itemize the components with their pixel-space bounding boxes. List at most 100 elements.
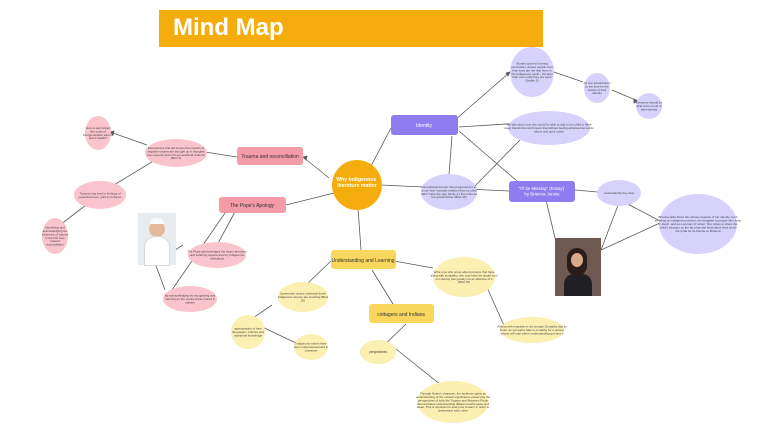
note-text: The Pope acknowledges the larger atrocit… bbox=[187, 250, 247, 261]
note-n-through[interactable]: Through Nolan's character, the audience … bbox=[416, 381, 491, 423]
topic-trauma[interactable]: Trauma and reconciliation bbox=[237, 147, 303, 165]
note-text: social identity key view bbox=[604, 191, 635, 195]
note-bubble-shape bbox=[421, 174, 477, 210]
topic-popes-apology-label: The Pope's Apology bbox=[230, 203, 275, 209]
connector bbox=[600, 199, 621, 251]
topic-identity-label: Identity bbox=[416, 123, 433, 129]
pope-photo bbox=[138, 213, 176, 265]
note-bubble-shape bbox=[417, 381, 489, 423]
connector bbox=[154, 262, 166, 291]
connector bbox=[305, 260, 332, 286]
topic-popes-apology[interactable]: The Pope's Apology bbox=[219, 197, 286, 213]
note-n-id-intl[interactable]: International women has progressed in so… bbox=[421, 174, 477, 210]
note-bubble-shape bbox=[500, 317, 564, 343]
note-bubble-shape bbox=[163, 286, 217, 312]
topic-ill-be-missing-label: "I'll be Missing" (Essay) by Brianna Jon… bbox=[519, 186, 566, 197]
note-text: Through Nolan's character, the audience … bbox=[416, 391, 491, 412]
connector bbox=[174, 244, 184, 251]
connector bbox=[371, 269, 394, 305]
connector bbox=[285, 192, 335, 206]
note-text: Write now who wrote about protests that … bbox=[431, 270, 499, 284]
central-node-label: Why Indigenous literature matter bbox=[336, 177, 378, 189]
note-bubble-shape bbox=[584, 73, 610, 103]
note-bubble-shape bbox=[74, 181, 126, 209]
connector bbox=[59, 204, 87, 226]
connector bbox=[395, 348, 447, 390]
note-bubble-shape bbox=[294, 334, 328, 360]
note-n-trauma-story[interactable]: Experiences that tell stories the impact… bbox=[145, 139, 207, 167]
note-bubble-shape bbox=[433, 257, 495, 297]
note-text: Experiences that tell stories the impact… bbox=[147, 146, 205, 160]
connector bbox=[393, 260, 434, 269]
arrowhead bbox=[302, 155, 308, 161]
connector bbox=[470, 139, 521, 191]
connector bbox=[458, 130, 518, 182]
note-text: International women has progressed in so… bbox=[421, 185, 477, 199]
brianna-photo bbox=[555, 238, 601, 296]
connector bbox=[545, 199, 556, 239]
connector bbox=[216, 209, 237, 246]
note-bubble-shape bbox=[231, 315, 265, 349]
topic-rez-sisters[interactable]: cottagers and Indians bbox=[369, 304, 434, 323]
connector bbox=[553, 71, 584, 83]
note-bubble-shape bbox=[360, 340, 396, 364]
note-bubble-shape bbox=[188, 242, 246, 268]
connector bbox=[302, 156, 330, 179]
note-text: Brianna talks about the various aspects … bbox=[655, 215, 742, 233]
topic-identity[interactable]: Identity bbox=[391, 115, 458, 135]
note-n-brianna[interactable]: Brianna talks about the various aspects … bbox=[655, 194, 742, 254]
topic-ill-be-missing[interactable]: "I'll be Missing" (Essay) by Brianna Jon… bbox=[509, 181, 575, 202]
note-bubble-shape bbox=[278, 282, 328, 312]
connector bbox=[448, 135, 453, 176]
connector bbox=[357, 207, 362, 251]
connector bbox=[204, 151, 238, 158]
topic-trauma-label: Trauma and reconciliation bbox=[241, 154, 299, 160]
connector bbox=[109, 131, 148, 146]
connector bbox=[370, 127, 392, 167]
note-bubble-shape bbox=[508, 111, 590, 145]
arrowhead bbox=[633, 98, 639, 104]
note-n-social[interactable]: social identity key view bbox=[597, 180, 641, 206]
arrowhead bbox=[109, 130, 115, 136]
note-n-writing[interactable]: Writing with empathy is not enough: Empa… bbox=[497, 317, 567, 343]
connector bbox=[600, 221, 663, 251]
note-text: perspectives bbox=[369, 350, 387, 354]
note-bubble-shape bbox=[597, 180, 641, 206]
connector bbox=[485, 284, 507, 331]
note-n-perspective[interactable]: perspectives bbox=[360, 340, 396, 364]
note-bubble-shape bbox=[85, 116, 111, 150]
note-bubble-shape bbox=[145, 139, 207, 167]
note-n-pope-ack[interactable]: The Pope acknowledges the larger atrocit… bbox=[187, 242, 247, 268]
note-bubble-shape bbox=[636, 93, 662, 119]
note-n-id-pride[interactable]: We talk about how she would be able to a… bbox=[504, 111, 594, 145]
connector bbox=[454, 71, 511, 121]
connector bbox=[113, 159, 156, 186]
note-n-write[interactable]: Write now who wrote about protests that … bbox=[431, 257, 499, 297]
topic-understanding[interactable]: Understanding and Learning bbox=[331, 250, 396, 269]
note-text: We talk about how she would be able to a… bbox=[504, 123, 594, 134]
central-node[interactable]: Why Indigenous literature matter bbox=[332, 160, 382, 210]
note-bubble-shape bbox=[510, 47, 554, 97]
topic-rez-sisters-label: cottagers and Indians bbox=[377, 312, 425, 318]
